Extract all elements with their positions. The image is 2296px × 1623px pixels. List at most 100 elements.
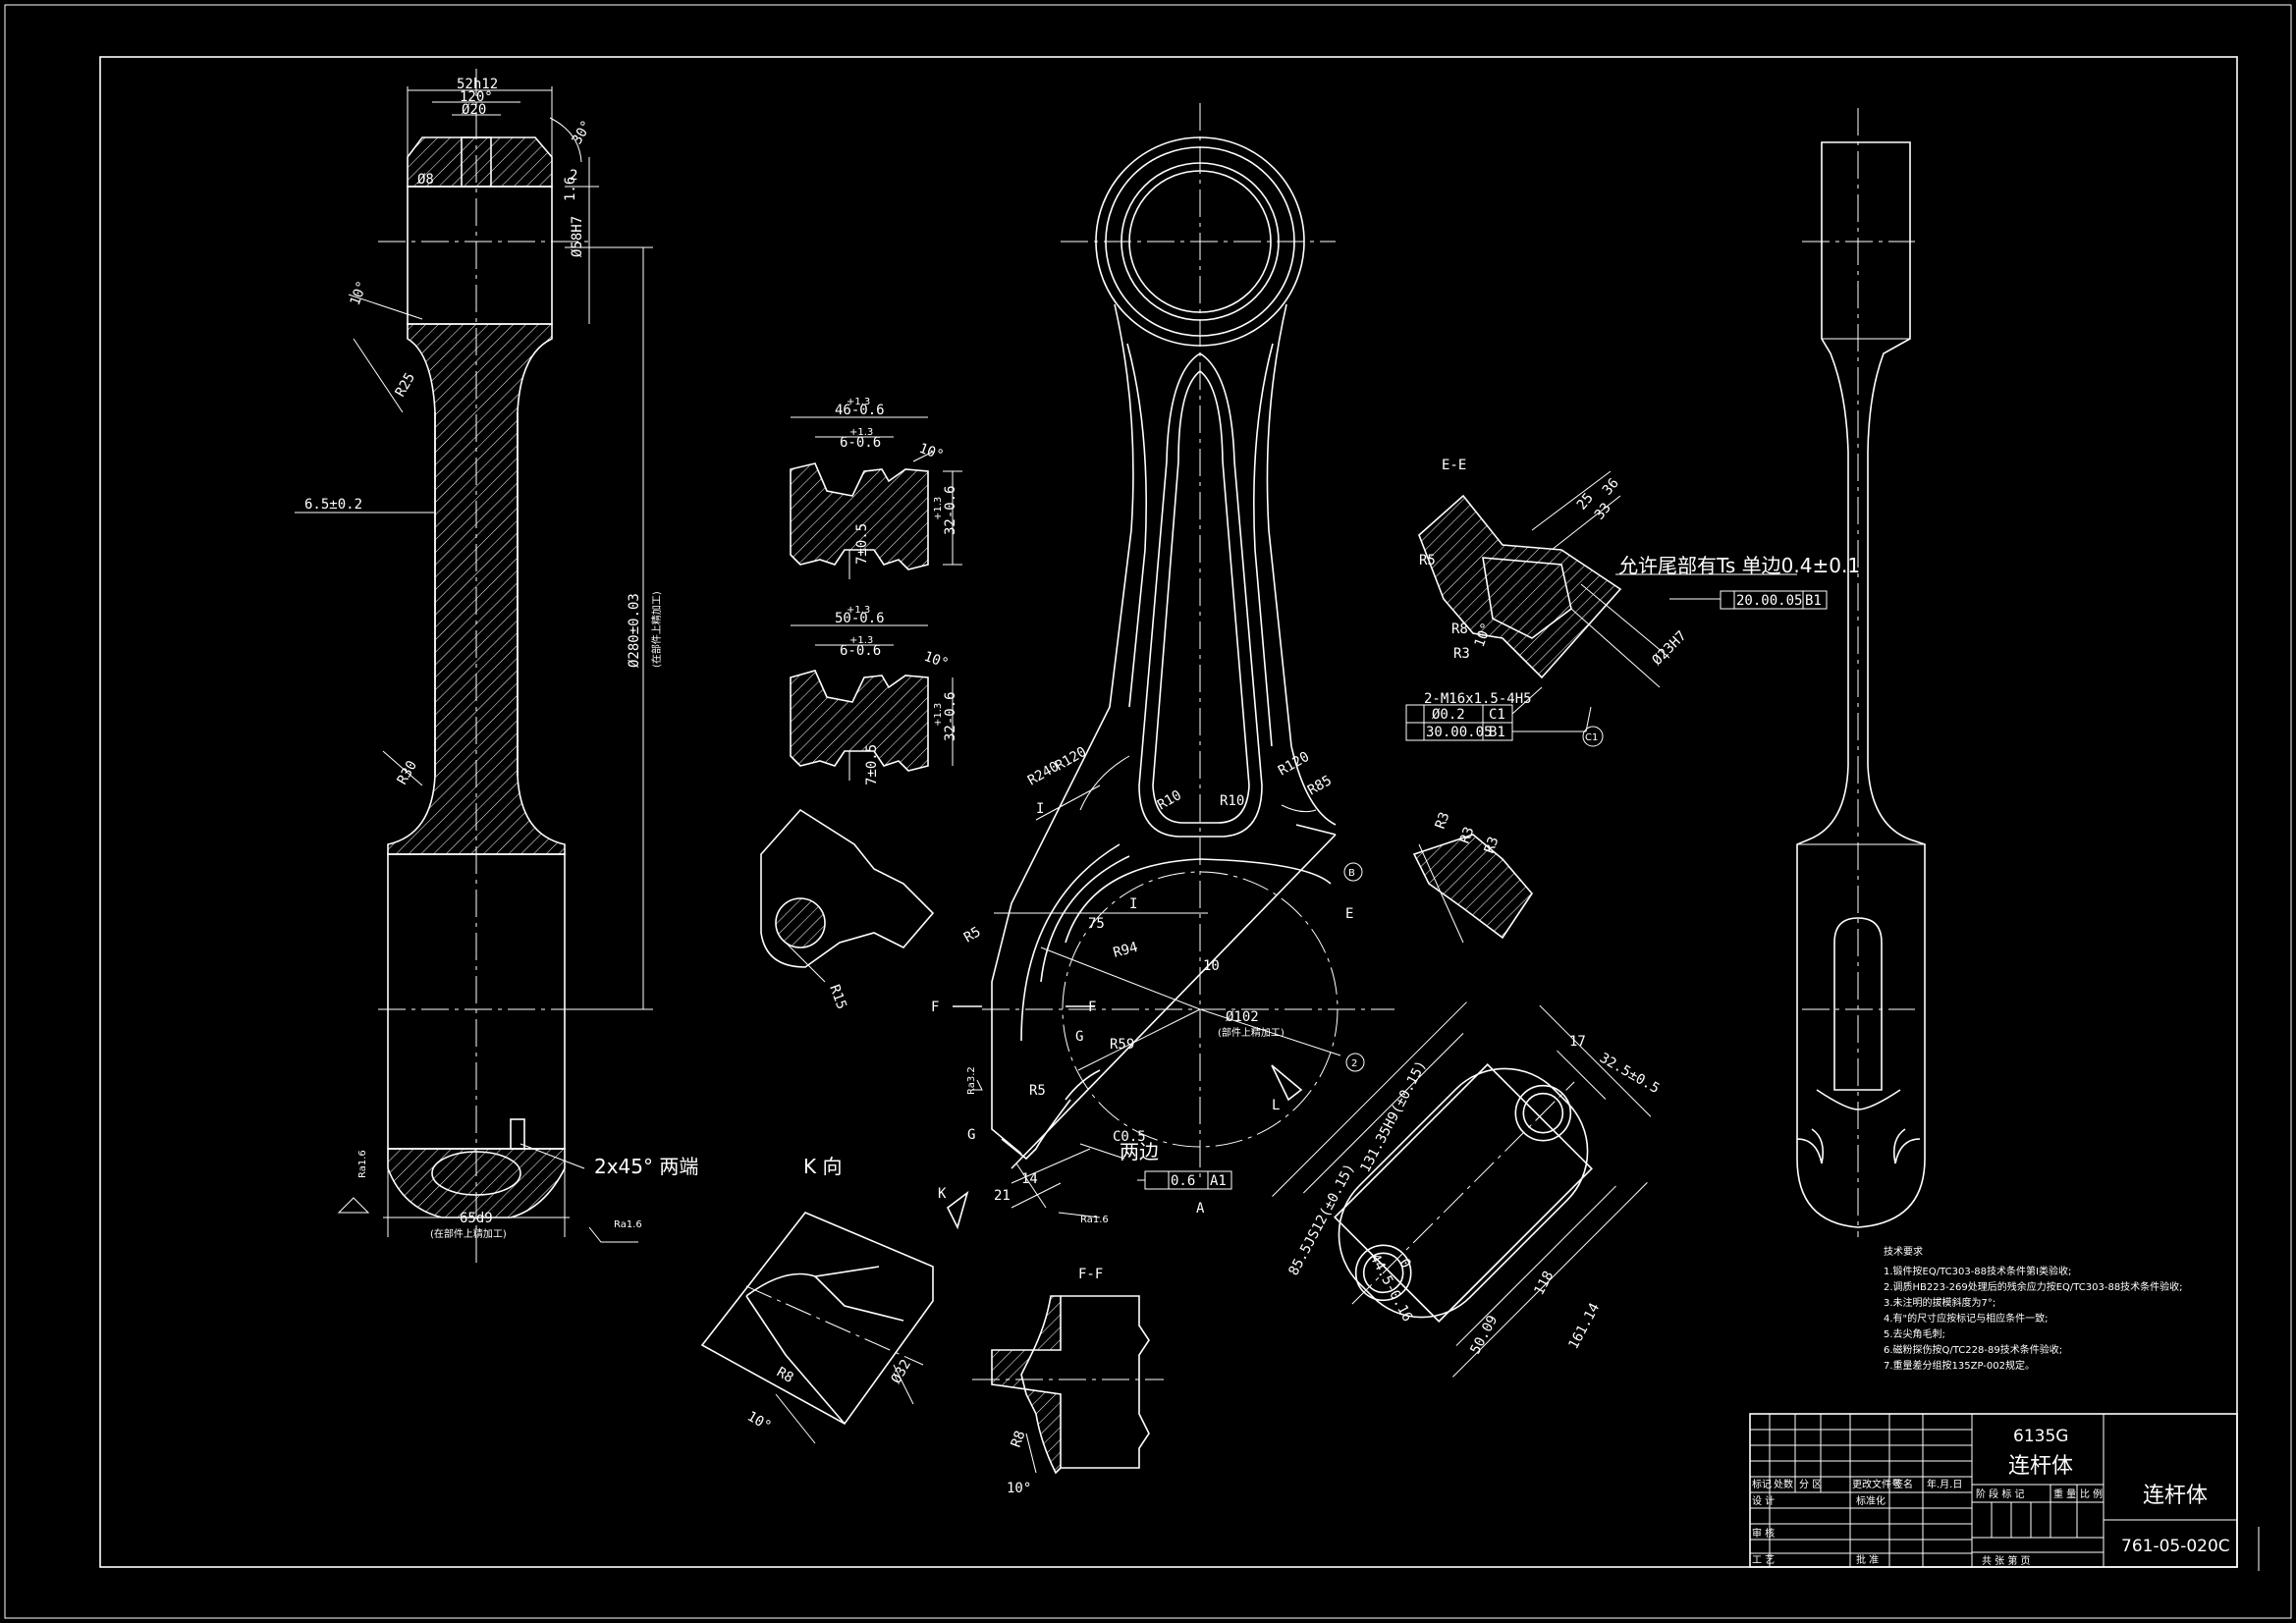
section-ff [972, 1295, 1164, 1475]
sec1-h-tol: +1.3 [933, 497, 944, 520]
sec2-inner-tol: +1.3 [849, 635, 873, 646]
tech-item-3: 3.未注明的拔模斜度为7°; [1884, 1296, 1995, 1309]
center-front-view [946, 103, 1394, 1230]
dim-r30: R30 [395, 758, 421, 787]
dim-two-sides: 两边 [1120, 1140, 1159, 1163]
dim-offset: 6.5±0.2 [304, 497, 362, 513]
dim-ee-thread: 2-M16x1.5-4H5 [1424, 691, 1532, 707]
sec2-web: 7±0.5 [864, 744, 880, 785]
dim-17: 17 [1569, 1034, 1586, 1050]
sec1-w-tol: +1.3 [847, 397, 870, 407]
tb-h-weight: 重 量 [2053, 1488, 2076, 1500]
ref-i-outer: I [1036, 801, 1044, 817]
boss-view [760, 808, 935, 983]
dim-val-2: 2 [570, 168, 577, 184]
dim-c05: C0.5 [1113, 1129, 1146, 1145]
tech-item-4: 4.有"的尺寸应按标记与相应条件一致; [1884, 1312, 2049, 1325]
tb-r-approve: 批 准 [1856, 1553, 1879, 1566]
title-model-part: 连杆体 [2008, 1454, 2073, 1479]
detail-r3-view [1412, 834, 1534, 944]
section-ff-labels: F-F R8 10° [1007, 1267, 1103, 1496]
tech-item-7: 7.重量差分组按135ZP-002规定。 [1884, 1359, 2035, 1372]
tb-h-mark: 标记 [1752, 1479, 1772, 1490]
circ-2: 2 [1351, 1058, 1357, 1069]
dim-ra16-a: Ra1.6 [357, 1150, 368, 1178]
dim-bore-small: Ø58H7 [570, 216, 585, 257]
tb-r-process: 工 艺 [1752, 1554, 1775, 1566]
tech-item-1: 1.锻件按EQ/TC303-88技术条件第I类验收; [1884, 1265, 2071, 1277]
dim-chamfer-30: 30° [570, 118, 596, 147]
title-model: 6135G [2013, 1427, 2068, 1446]
dim-855: 85.5JS12(±0.15) [1285, 1162, 1357, 1278]
dim-r5: R5 [961, 924, 984, 946]
dim-ee-bore: Ø23H7 [1650, 628, 1690, 669]
sec1-angle: 10° [917, 441, 946, 464]
k-view-labels: K 向 R8 Ø32 10° [744, 1155, 914, 1434]
tech-requirements: 技术要求 1.锻件按EQ/TC303-88技术条件第I类验收; 2.调质HB22… [1884, 1245, 2183, 1372]
sec2-inner: 6-0.6 [840, 643, 881, 659]
dim-angle-10: 10° [348, 279, 371, 307]
detail-r3-labels: R3 R3 R3 [1433, 810, 1503, 855]
dim-ra32: Ra3.2 [966, 1066, 977, 1095]
title-block-labels: 6135G 连杆体 连杆体 761-05-020C 标记 处数 分 区 更改文件… [1752, 1427, 2230, 1567]
tb-h-scale: 比 例 [2080, 1488, 2103, 1500]
dim-bottom-note: (在部件上精加工) [430, 1227, 507, 1240]
dim-center-dist-note: (在部件上精加工) [650, 591, 663, 668]
dim-ra16-b: Ra1.6 [614, 1219, 642, 1230]
right-side-view [1796, 108, 1926, 1237]
dim-r3-c: R3 [1482, 835, 1503, 855]
dim-r3-a: R3 [1433, 810, 1453, 831]
outer-border [4, 4, 2292, 1619]
dim-ra16-c: Ra1.6 [1080, 1215, 1109, 1225]
dim-ee-r8: R8 [1451, 622, 1468, 637]
dim-r5b: R5 [1029, 1083, 1046, 1099]
tb-h-sign: 签名 [1893, 1478, 1913, 1490]
dim-top-angle: 120° [460, 89, 493, 105]
tech-item-2: 2.调质HB223-269处理后的残余应力按EQ/TC303-88技术条件验收; [1884, 1280, 2183, 1293]
inner-border [99, 56, 2238, 1568]
ref-g-lower: G [967, 1127, 975, 1143]
dim-14: 14 [1021, 1171, 1038, 1187]
tol-b1b: B1 [1805, 593, 1822, 609]
tb-h-doc: 更改文件号 [1852, 1478, 1901, 1490]
tol-c1: C1 [1489, 707, 1505, 723]
tol-002: Ø0.2 [1432, 707, 1465, 723]
ibeam-section-1 [790, 416, 962, 579]
rotated-cap-view [1272, 1001, 1652, 1378]
dim-16114: 161.14 [1565, 1301, 1603, 1352]
tol-b1: B1 [1489, 725, 1505, 740]
title-part-name: 连杆体 [2143, 1484, 2208, 1508]
rotated-cap-labels: 131.35H9(±0.15) 85.5JS12(±0.15) 17 32.5±… [1285, 1034, 1662, 1357]
sec2-h: 32-0.6 [943, 691, 958, 741]
sec2-h-tol: +1.3 [933, 703, 944, 727]
sec1-w: 46-0.6 [835, 403, 885, 418]
ref-i-inner: I [1129, 896, 1137, 912]
dim-r3-b: R3 [1457, 825, 1478, 845]
dim-small-hole: Ø8 [417, 172, 434, 188]
dim-ee-36: 36 [1600, 475, 1622, 498]
dim-k-10: 10° [744, 1409, 774, 1435]
ref-a: A [1196, 1201, 1205, 1217]
sec2-w: 50-0.6 [835, 611, 885, 626]
tb-h-sheets: 共 张 第 页 [1982, 1554, 2031, 1567]
dim-ff-10: 10° [1007, 1481, 1031, 1496]
ref-l: L [1272, 1098, 1280, 1113]
tb-h-date: 年.月.日 [1927, 1478, 1962, 1490]
tb-r-review: 审 核 [1752, 1527, 1775, 1540]
dim-center-dist: Ø280±0.03 [627, 593, 642, 668]
ref-g-upper: G [1075, 1029, 1083, 1045]
dim-chamfer-note: 2x45° 两端 [594, 1155, 698, 1178]
view-k-title: K 向 [803, 1155, 842, 1178]
k-view [700, 1212, 934, 1444]
dim-118: 118 [1531, 1269, 1557, 1298]
tol-a1: A1 [1210, 1173, 1227, 1189]
sec1-web: 7±0.5 [854, 523, 870, 565]
tb-h-count: 处数 [1774, 1478, 1793, 1490]
dim-r240: R240 [1025, 759, 1062, 789]
dim-ee-r5: R5 [1419, 553, 1436, 568]
ref-e: E [1345, 906, 1353, 922]
dim-oil-hole: Ø20 [462, 102, 486, 118]
dim-r59: R59 [1110, 1037, 1134, 1053]
